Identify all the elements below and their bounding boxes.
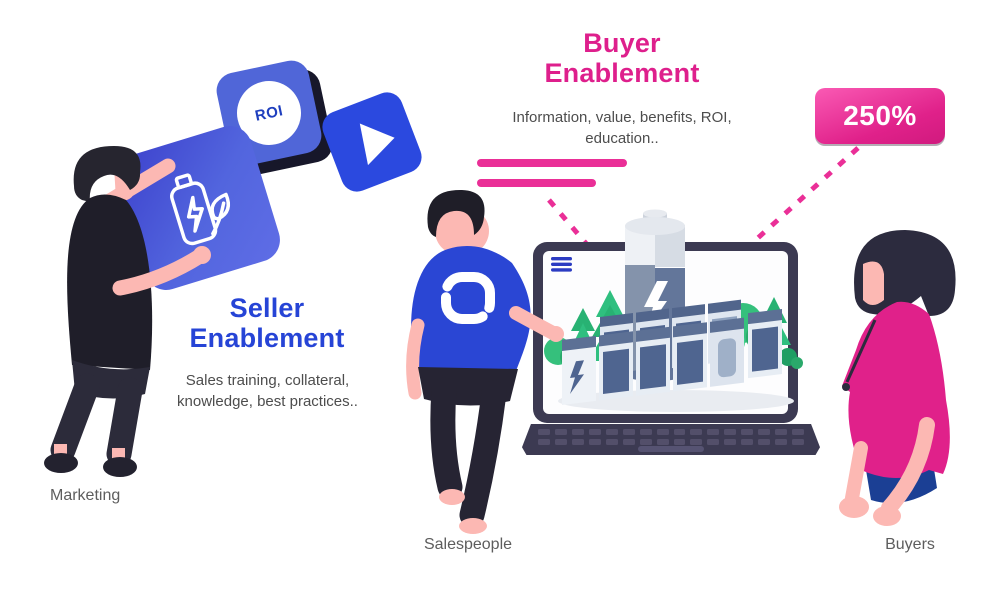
laptop-key [554, 439, 567, 445]
laptop-key [605, 439, 618, 445]
laptop-key [673, 429, 686, 435]
laptop-key [554, 429, 567, 435]
person-buyer [839, 230, 956, 526]
torso-shirt [67, 194, 153, 370]
play-card [317, 87, 427, 197]
dotted-connector-right [738, 146, 860, 256]
cabinet-accent [562, 335, 596, 405]
laptop-key [605, 429, 618, 435]
shoe [44, 453, 78, 473]
laptop-key [690, 429, 703, 435]
laptop-key [588, 429, 601, 435]
laptop-touchpad [638, 446, 704, 452]
laptop-key [656, 429, 669, 435]
arm-back [845, 441, 868, 505]
hair [73, 146, 141, 202]
leg-left [430, 377, 463, 500]
laptop-key [724, 439, 737, 445]
laptop-key [639, 429, 652, 435]
menu-icon [551, 257, 572, 272]
hair [427, 189, 485, 237]
hand [839, 496, 869, 518]
hand [193, 246, 211, 264]
laptop-keyboard-keys [538, 429, 804, 445]
leg-right [459, 380, 507, 528]
foot [439, 489, 465, 505]
laptop-key [792, 439, 804, 445]
strap-tassel [842, 383, 850, 391]
emphasis-line-2 [477, 179, 596, 187]
seller-enablement-title: Seller Enablement [189, 293, 345, 354]
laptop-key [639, 439, 652, 445]
laptop-key [707, 439, 720, 445]
arm-front [881, 417, 935, 516]
laptop-key [707, 429, 720, 435]
laptop-key [622, 439, 635, 445]
ankle [112, 448, 125, 460]
leg-right [106, 377, 143, 467]
label-buyers: Buyers [885, 536, 935, 553]
face [863, 261, 884, 305]
laptop-key [538, 429, 550, 435]
person-marketing [44, 146, 211, 477]
growth-badge-value: 250% [843, 100, 917, 131]
battery-cabinets-front-row [562, 308, 782, 405]
hand [873, 506, 901, 526]
label-marketing: Marketing [50, 487, 121, 504]
emphasis-line-1 [477, 159, 627, 167]
laptop-key [538, 439, 550, 445]
laptop-key [571, 429, 584, 435]
person-salesperson [406, 189, 564, 534]
laptop-key [673, 439, 686, 445]
laptop-key [622, 429, 635, 435]
roi-card-label: ROI [253, 101, 285, 125]
leg-left [50, 373, 100, 463]
battery-leaf-card [110, 120, 286, 296]
laptop-key [775, 439, 788, 445]
laptop-key [758, 439, 771, 445]
laptop-key [571, 439, 584, 445]
laptop-key [741, 439, 754, 445]
hand [548, 326, 564, 342]
laptop-key [588, 439, 601, 445]
battery-leaf-icon [170, 173, 230, 246]
laptop-key [656, 439, 669, 445]
laptop-key [775, 429, 788, 435]
growth-badge: 250% [815, 88, 945, 144]
label-salespeople: Salespeople [423, 536, 513, 553]
buyer-enablement-title: Buyer Enablement [544, 28, 700, 89]
laptop-keyboard [522, 424, 820, 455]
torso-shirt [411, 245, 531, 371]
laptop-key [724, 429, 737, 435]
play-icon [359, 123, 395, 166]
arm-left [406, 318, 425, 400]
laptop-key [758, 429, 771, 435]
buyer-enablement-subtitle: Information, value, benefits, ROI, educa… [512, 109, 732, 147]
screen-illustration [544, 209, 803, 412]
ankle [54, 444, 67, 456]
strap [845, 319, 877, 383]
arm-lower [112, 248, 208, 296]
shoe [103, 457, 137, 477]
foot [459, 518, 487, 534]
laptop-key [741, 429, 754, 435]
laptop-key [792, 429, 804, 435]
laptop-key [690, 439, 703, 445]
seller-enablement-subtitle: Sales training, collateral, knowledge, b… [177, 372, 358, 410]
shirt-logo-icon [441, 272, 495, 324]
